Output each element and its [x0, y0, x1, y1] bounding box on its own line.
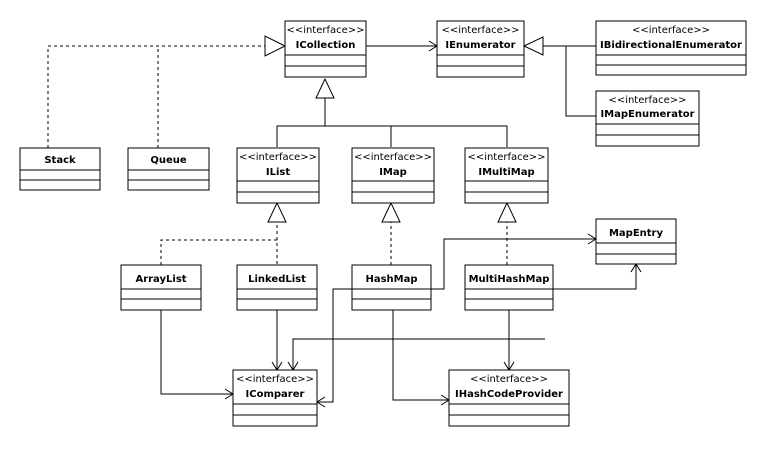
- edge-lists-ilist: [160, 222, 278, 265]
- edge-multihashmap-icomparer: [292, 338, 545, 370]
- edge-hashmap-icomparer: [317, 288, 352, 403]
- class-name: MapEntry: [609, 228, 664, 239]
- edge-realization-arrowhead-imap: [381, 201, 401, 223]
- edges: [47, 35, 642, 408]
- class-ilist[interactable]: <<interface>> IList: [236, 147, 320, 204]
- class-imap[interactable]: <<interface>> IMap: [351, 147, 435, 204]
- class-name: IComparer: [246, 389, 305, 400]
- class-name: IMultiMap: [478, 167, 534, 178]
- stereotype-label: <<interface>>: [354, 152, 432, 163]
- stereotype-label: <<interface>>: [441, 25, 519, 36]
- stereotype-label: <<interface>>: [239, 152, 317, 163]
- class-hashmap[interactable]: HashMap: [351, 264, 432, 311]
- class-name: IList: [266, 167, 290, 178]
- edge-arraylist-icomparer: [160, 310, 233, 395]
- edge-realization-arrowhead-ilist: [267, 201, 287, 223]
- stereotype-label: <<interface>>: [470, 374, 548, 385]
- class-name: Queue: [150, 155, 187, 166]
- class-icomparer[interactable]: <<interface>> IComparer: [232, 369, 318, 427]
- class-stack[interactable]: Stack: [19, 147, 101, 191]
- edge-realization-arrowhead-icollection: [264, 35, 287, 57]
- class-name: IMap: [379, 167, 407, 178]
- class-multihashmap[interactable]: MultiHashMap: [464, 264, 554, 311]
- edge-generalization-arrowhead-ienumerator: [522, 36, 544, 56]
- edge-generalization-arrowhead-icollection: [315, 77, 335, 99]
- class-name: ArrayList: [135, 274, 186, 285]
- edge-multihashmap-mapentry: [553, 264, 637, 290]
- stereotype-label: <<interface>>: [236, 374, 314, 385]
- class-ihashcodeprovider[interactable]: <<interface>> IHashCodeProvider: [448, 369, 570, 427]
- class-arraylist[interactable]: ArrayList: [120, 264, 202, 311]
- edge-interfaces-icollection: [276, 98, 508, 147]
- class-ibidirectionalenumerator[interactable]: <<interface>> IBidirectionalEnumerator: [595, 20, 747, 76]
- class-ienumerator[interactable]: <<interface>> IEnumerator: [436, 20, 525, 78]
- stereotype-label: <<interface>>: [632, 25, 710, 36]
- edge-hashmap-ihashcodeprovider: [392, 310, 449, 401]
- class-linkedlist[interactable]: LinkedList: [236, 264, 318, 311]
- stereotype-label: <<interface>>: [286, 25, 364, 36]
- class-name: IBidirectionalEnumerator: [600, 40, 742, 51]
- class-mapentry[interactable]: MapEntry: [595, 218, 677, 265]
- class-name: LinkedList: [248, 274, 306, 285]
- edge-stack-icollection: [47, 45, 265, 148]
- class-name: ICollection: [296, 40, 356, 51]
- class-name: IEnumerator: [445, 40, 515, 51]
- edge-imapenumerator-ienumerator: [565, 46, 596, 117]
- class-name: MultiHashMap: [469, 274, 550, 285]
- class-name: IMapEnumerator: [600, 109, 694, 120]
- stereotype-label: <<interface>>: [467, 152, 545, 163]
- class-queue[interactable]: Queue: [127, 147, 210, 191]
- class-name: Stack: [44, 155, 76, 166]
- class-imapenumerator[interactable]: <<interface>> IMapEnumerator: [595, 90, 700, 147]
- stereotype-label: <<interface>>: [608, 95, 686, 106]
- edge-realization-arrowhead-imultimap: [497, 201, 517, 223]
- class-icollection[interactable]: <<interface>> ICollection: [284, 20, 367, 78]
- class-imultimap[interactable]: <<interface>> IMultiMap: [464, 147, 549, 204]
- class-name: HashMap: [365, 274, 417, 285]
- edge-hashmap-mapentry: [431, 238, 596, 290]
- class-name: IHashCodeProvider: [455, 389, 563, 400]
